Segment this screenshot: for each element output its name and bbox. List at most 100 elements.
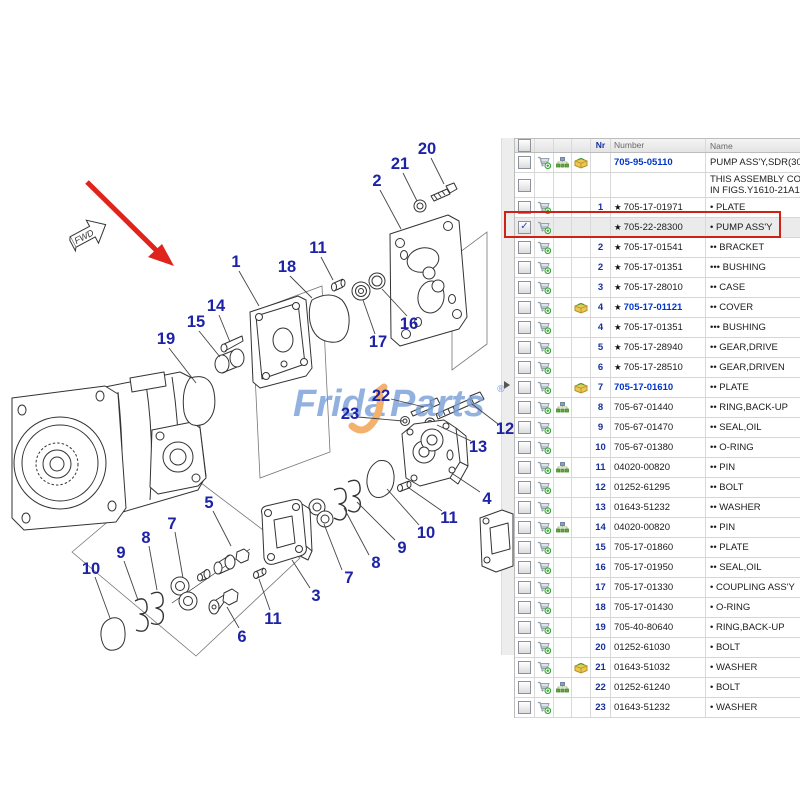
table-row[interactable]: 15 ★705-17-01860 •• PLATE [515, 538, 800, 558]
part-number-link[interactable]: 705-17-01971 [623, 202, 683, 213]
row-checkbox[interactable] [518, 261, 531, 274]
part-number-link[interactable]: 705-17-01351 [623, 322, 683, 333]
add-to-cart-icon[interactable] [537, 701, 551, 714]
part-number-link[interactable]: 705-17-01541 [623, 242, 683, 253]
table-row[interactable]: 3 ★705-17-28010 •• CASE [515, 278, 800, 298]
row-checkbox[interactable] [518, 521, 531, 534]
row-checkbox[interactable]: ✓ [518, 221, 531, 234]
part-number-link[interactable]: 04020-00820 [614, 462, 670, 473]
row-checkbox[interactable] [518, 461, 531, 474]
row-checkbox[interactable] [518, 201, 531, 214]
part-number-link[interactable]: 705-17-01860 [614, 542, 674, 553]
add-to-cart-icon[interactable] [537, 301, 551, 314]
package-icon[interactable] [574, 302, 588, 314]
add-to-cart-icon[interactable] [537, 441, 551, 454]
table-row[interactable]: 11 ★04020-00820 •• PIN [515, 458, 800, 478]
table-row[interactable]: 22 ★01252-61240 • BOLT [515, 678, 800, 698]
table-row[interactable]: ★705-95-05110 PUMP ASS'Y,SDR(30)63+S [515, 153, 800, 173]
part-number-link[interactable]: 01643-51032 [614, 662, 670, 673]
add-to-cart-icon[interactable] [537, 361, 551, 374]
row-checkbox[interactable] [518, 481, 531, 494]
table-row[interactable]: 6 ★705-17-28510 •• GEAR,DRIVEN [515, 358, 800, 378]
package-icon[interactable] [574, 662, 588, 674]
add-to-cart-icon[interactable] [537, 241, 551, 254]
table-row[interactable]: 4 ★705-17-01351 ••• BUSHING [515, 318, 800, 338]
add-to-cart-icon[interactable] [537, 481, 551, 494]
row-checkbox[interactable] [518, 301, 531, 314]
hierarchy-icon[interactable] [556, 157, 569, 168]
part-number-link[interactable]: 705-17-01430 [614, 602, 674, 613]
package-icon[interactable] [574, 382, 588, 394]
row-checkbox[interactable] [518, 561, 531, 574]
part-number-link[interactable]: 705-67-01440 [614, 402, 674, 413]
add-to-cart-icon[interactable] [537, 156, 551, 169]
row-checkbox[interactable] [518, 541, 531, 554]
part-number-link[interactable]: 01643-51232 [614, 702, 670, 713]
add-to-cart-icon[interactable] [537, 521, 551, 534]
part-number-link[interactable]: 705-17-01330 [614, 582, 674, 593]
add-to-cart-icon[interactable] [537, 261, 551, 274]
add-to-cart-icon[interactable] [537, 561, 551, 574]
table-row[interactable]: 20 ★01252-61030 • BOLT [515, 638, 800, 658]
hierarchy-icon[interactable] [556, 402, 569, 413]
add-to-cart-icon[interactable] [537, 641, 551, 654]
row-checkbox[interactable] [518, 621, 531, 634]
add-to-cart-icon[interactable] [537, 421, 551, 434]
table-row[interactable]: 19 ★705-40-80640 • RING,BACK-UP [515, 618, 800, 638]
add-to-cart-icon[interactable] [537, 341, 551, 354]
table-row[interactable]: ★ THIS ASSEMBLY CONSISTIN FIGS.Y1610-21A… [515, 173, 800, 198]
row-checkbox[interactable] [518, 361, 531, 374]
table-row[interactable]: 18 ★705-17-01430 • O-RING [515, 598, 800, 618]
part-number-link[interactable]: 705-17-01610 [614, 382, 674, 393]
table-row[interactable]: 14 ★04020-00820 •• PIN [515, 518, 800, 538]
table-row[interactable]: 9 ★705-67-01470 •• SEAL,OIL [515, 418, 800, 438]
table-row[interactable]: 21 ★01643-51032 • WASHER [515, 658, 800, 678]
row-checkbox[interactable] [518, 321, 531, 334]
row-checkbox[interactable] [518, 701, 531, 714]
part-number-link[interactable]: 01252-61240 [614, 682, 670, 693]
add-to-cart-icon[interactable] [537, 201, 551, 214]
row-checkbox[interactable] [518, 581, 531, 594]
table-row[interactable]: ✓ [515, 218, 800, 238]
table-row[interactable]: 17 ★705-17-01330 • COUPLING ASS'Y [515, 578, 800, 598]
table-row[interactable]: 5 ★705-17-28940 •• GEAR,DRIVE [515, 338, 800, 358]
add-to-cart-icon[interactable] [537, 461, 551, 474]
add-to-cart-icon[interactable] [537, 681, 551, 694]
part-number-link[interactable]: 705-22-28300 [623, 222, 683, 233]
row-checkbox[interactable] [518, 341, 531, 354]
table-row[interactable]: 13 ★01643-51232 •• WASHER [515, 498, 800, 518]
table-row[interactable]: 12 ★01252-61295 •• BOLT [515, 478, 800, 498]
part-number-link[interactable]: 705-17-28510 [623, 362, 683, 373]
add-to-cart-icon[interactable] [537, 401, 551, 414]
row-checkbox[interactable] [518, 641, 531, 654]
table-row[interactable]: 7 ★705-17-01610 •• PLATE [515, 378, 800, 398]
hierarchy-icon[interactable] [556, 462, 569, 473]
table-row[interactable]: 1 ★705-17-01971 • PLATE [515, 198, 800, 218]
add-to-cart-icon[interactable] [537, 581, 551, 594]
table-row[interactable]: 4 ★705-17-01121 •• COVER [515, 298, 800, 318]
add-to-cart-icon[interactable] [537, 321, 551, 334]
table-row[interactable]: 16 ★705-17-01950 •• SEAL,OIL [515, 558, 800, 578]
part-number-link[interactable]: 705-67-01470 [614, 422, 674, 433]
part-number-link[interactable]: 705-17-28010 [623, 282, 683, 293]
part-number-link[interactable]: 01252-61030 [614, 642, 670, 653]
part-number-link[interactable]: 705-95-05110 [614, 157, 673, 168]
row-checkbox[interactable] [518, 421, 531, 434]
add-to-cart-icon[interactable] [537, 661, 551, 674]
part-number-link[interactable]: 705-17-28940 [623, 342, 683, 353]
row-checkbox[interactable] [518, 381, 531, 394]
table-row[interactable]: 10 ★705-67-01380 •• O-RING [515, 438, 800, 458]
table-row[interactable]: 23 ★01643-51232 • WASHER [515, 698, 800, 718]
part-number-link[interactable]: 01643-51232 [614, 502, 670, 513]
row-checkbox[interactable] [518, 401, 531, 414]
row-checkbox[interactable] [518, 681, 531, 694]
part-number-link[interactable]: 705-17-01950 [614, 562, 674, 573]
part-number-link[interactable]: 705-17-01351 [623, 262, 683, 273]
part-number-link[interactable]: 705-17-01121 [623, 302, 683, 313]
row-checkbox[interactable] [518, 241, 531, 254]
table-row[interactable]: 2 ★705-17-01351 ••• BUSHING [515, 258, 800, 278]
add-to-cart-icon[interactable] [537, 281, 551, 294]
add-to-cart-icon[interactable] [537, 221, 551, 234]
row-checkbox[interactable] [518, 441, 531, 454]
row-checkbox[interactable] [518, 501, 531, 514]
